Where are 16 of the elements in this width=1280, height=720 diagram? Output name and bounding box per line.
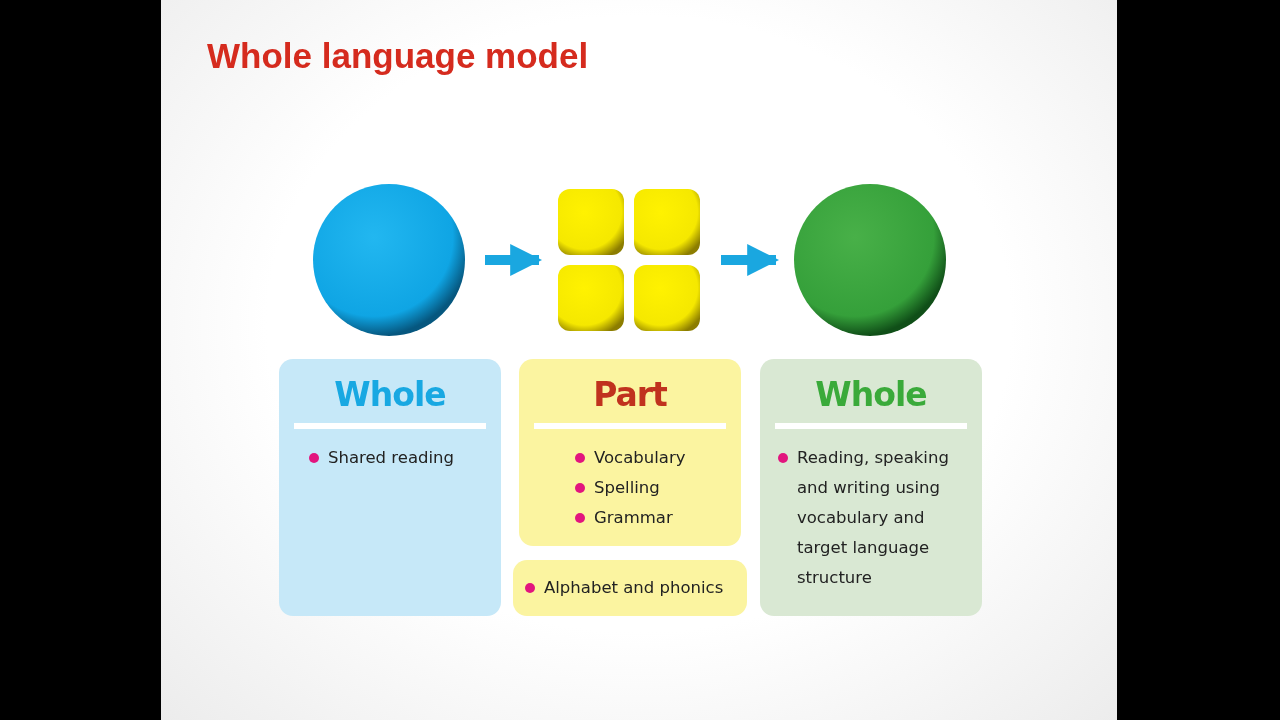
arrow — [485, 244, 543, 276]
card-heading: Whole — [333, 375, 447, 414]
bullet-item: Spelling — [575, 473, 727, 503]
bullet-item: Reading, speaking and writing using vocabulary and target language structure — [778, 443, 968, 593]
card-heading: Whole — [814, 375, 928, 414]
text-card — [760, 359, 982, 616]
bullet-item: Shared reading — [309, 443, 487, 473]
text-card — [279, 359, 501, 616]
arrow — [721, 244, 780, 276]
slide-title: Whole language model — [207, 36, 589, 76]
card-heading: Part — [592, 375, 668, 414]
bullet-item: Alphabet and phonics — [525, 573, 733, 603]
bullet-item: Grammar — [575, 503, 727, 533]
text-card — [519, 359, 741, 546]
bullet-item: Vocabulary — [575, 443, 727, 473]
text-card — [513, 560, 747, 616]
